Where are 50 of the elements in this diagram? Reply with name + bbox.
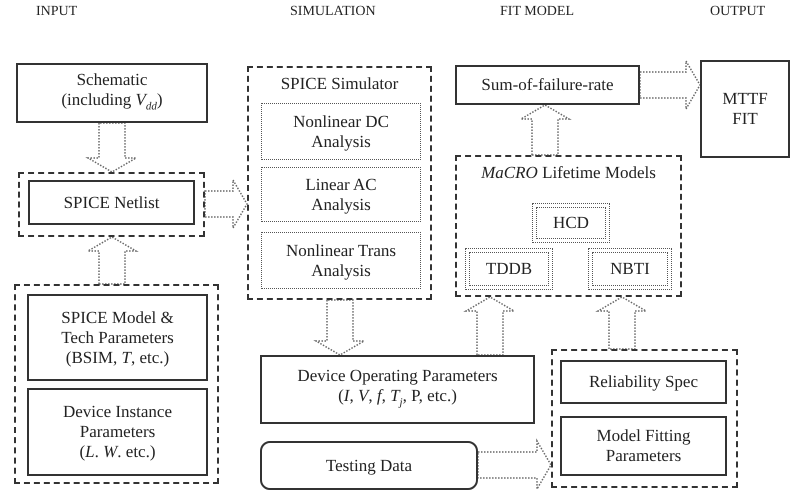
box-text: (I, V, f, T$_{j}$, P, etc.) <box>338 386 457 411</box>
block-arrow <box>204 177 248 231</box>
group-box <box>455 155 682 297</box>
process-box <box>700 60 790 158</box>
analysis-box <box>261 167 421 222</box>
box-text: Nonlinear Trans Analysis <box>284 240 398 280</box>
box-text: MTTF FIT <box>721 89 769 129</box>
process-box <box>455 65 640 105</box>
process-box <box>16 63 208 123</box>
box-text: Sum-of-failure-rate <box>481 75 614 95</box>
box-text: (BSIM, T, etc.) <box>66 348 170 368</box>
analysis-box <box>261 103 421 160</box>
column-heading: OUTPUT <box>710 4 766 20</box>
group-box <box>247 66 432 300</box>
box-text: Device Operating Parameters <box>297 366 498 386</box>
group-box <box>14 284 219 484</box>
analysis-box <box>261 232 421 289</box>
column-heading: INPUT <box>36 4 78 20</box>
process-box <box>27 294 208 381</box>
box-text: Model Fitting Parameters <box>596 426 692 466</box>
box-text: Testing Data <box>326 456 412 476</box>
box-text: NBTI <box>610 259 650 279</box>
box-text: HCD <box>553 213 589 233</box>
process-box <box>560 416 727 476</box>
model-box <box>532 203 610 243</box>
box-text: SPICE Netlist <box>64 192 160 212</box>
box-text: Nonlinear DC Analysis <box>292 112 390 152</box>
box-text: (L. W. etc.) <box>79 442 156 462</box>
group-title: MaCRO Lifetime Models <box>481 163 656 183</box>
box-text: Linear AC Analysis <box>304 174 378 214</box>
box-text: Reliability Spec <box>588 372 698 392</box>
block-arrow <box>477 438 552 490</box>
block-arrow <box>639 58 701 112</box>
box-text: Device Instance Parameters <box>62 402 174 442</box>
process-box <box>560 360 727 404</box>
column-heading: SIMULATION <box>290 4 376 20</box>
model-box <box>465 248 553 290</box>
model-box <box>588 248 672 290</box>
box-text: Schematic <box>76 70 148 90</box>
process-box <box>260 355 535 424</box>
box-text: TDDB <box>486 259 532 279</box>
group-title: SPICE Simulator <box>280 74 398 94</box>
group-box <box>18 172 205 237</box>
box-text: SPICE Model & Tech Parameters <box>60 308 175 348</box>
process-box <box>28 180 195 225</box>
process-box <box>27 388 208 476</box>
box-text: (including V$_{dd}$) <box>61 90 163 114</box>
group-box <box>551 349 738 488</box>
column-heading: FIT MODEL <box>500 4 574 20</box>
rounded-box <box>260 441 478 490</box>
